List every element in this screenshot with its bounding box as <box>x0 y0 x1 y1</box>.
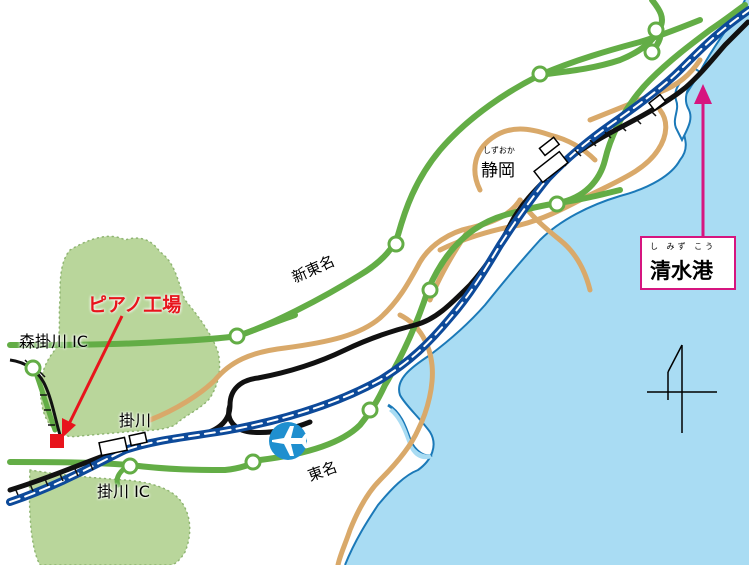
airplane-icon <box>269 422 308 460</box>
label-piano-factory: ピアノ工場 <box>88 294 182 316</box>
factory-arrow-head <box>62 418 76 438</box>
shinkansen-line <box>6 6 749 506</box>
tenryu-branch <box>9 358 62 436</box>
ic-markers <box>24 21 665 475</box>
label-shimizu-port: 清水港 <box>650 259 713 283</box>
sea <box>345 0 749 565</box>
ic-marker-shin-tomei-1 <box>228 327 246 345</box>
ic-marker-shin-tomei-4 <box>643 43 661 61</box>
kakegawa-station-2 <box>128 431 148 447</box>
port-arrow <box>694 84 712 238</box>
ic-marker-tomei-4 <box>548 195 566 213</box>
ic-marker-tomei-2 <box>361 401 379 419</box>
shimizu-port-ruby: し みず こう <box>650 242 717 251</box>
river-fill <box>389 408 432 460</box>
factory-arrow <box>66 315 124 427</box>
ic-marker-shin-tomei-3 <box>531 65 549 83</box>
shimizu-port-box: し みず こう 清水港 <box>640 236 736 290</box>
label-mori-kakegawa-ic: 森掛川 IC <box>19 332 88 351</box>
shizuoka-station <box>533 150 569 184</box>
ic-marker-kakegawa <box>121 457 139 475</box>
ic-marker-tomei-1 <box>244 453 262 471</box>
label-kakegawa-ic: 掛川 IC <box>97 482 150 501</box>
label-kakegawa: 掛川 <box>119 411 152 430</box>
ic-marker-mori-kakegawa <box>24 359 42 377</box>
shimizu-peninsula <box>673 66 702 143</box>
factory-marker-icon <box>50 434 64 448</box>
hills-south <box>28 469 191 565</box>
shizuoka-ruby: しずおか <box>483 146 515 155</box>
ic-marker-shin-tomei-2 <box>387 235 405 253</box>
shizuoka-station-2 <box>538 136 561 157</box>
ic-marker-shin-tomei-5 <box>647 21 665 39</box>
label-shizuoka: 静岡 <box>481 161 515 181</box>
north-arrow-icon <box>647 344 717 433</box>
stations <box>98 93 667 457</box>
shimizu-station <box>647 93 667 112</box>
kakegawa-station <box>98 436 129 457</box>
ic-marker-tomei-3 <box>421 281 439 299</box>
